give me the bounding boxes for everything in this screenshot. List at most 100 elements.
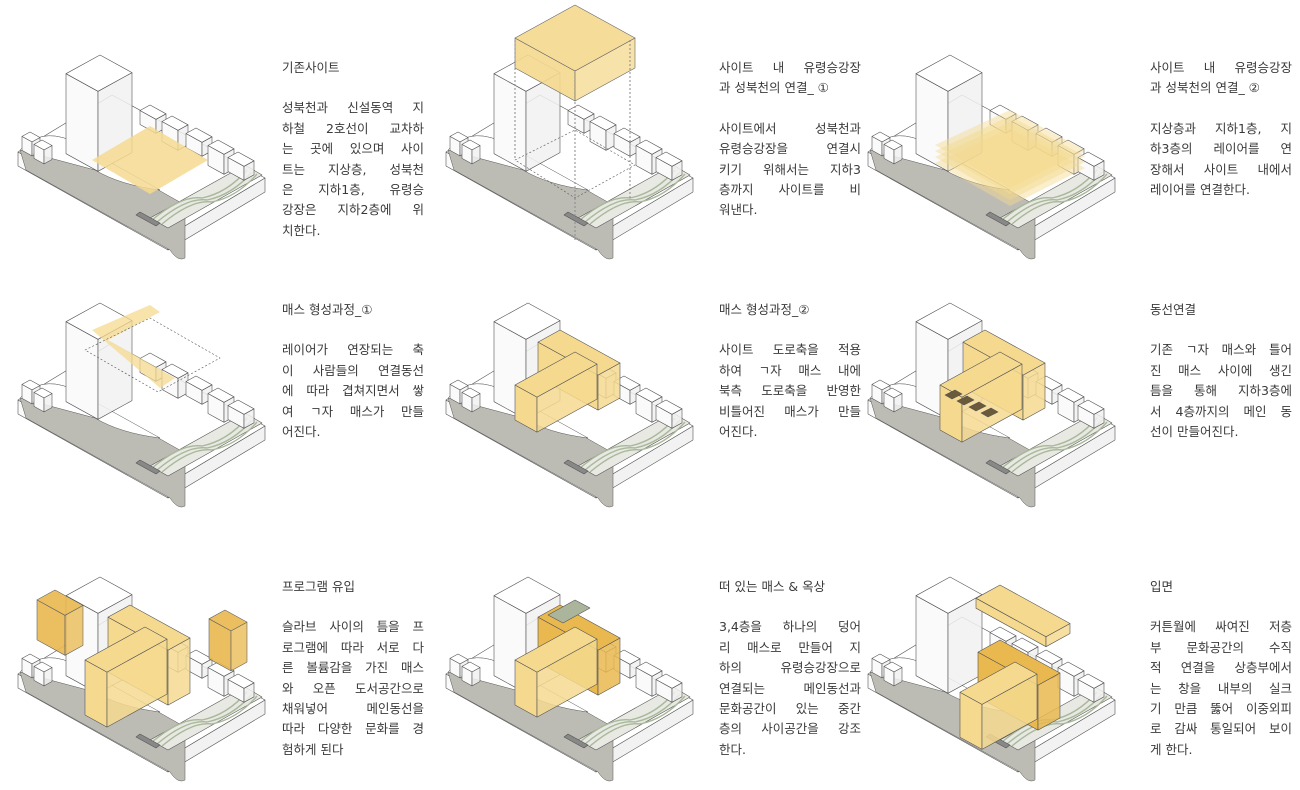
panel-body-line: 어진다. xyxy=(282,424,321,440)
diagram-panel-6 xyxy=(867,302,1116,508)
diagram-overlay xyxy=(84,305,221,393)
small-building xyxy=(1077,151,1105,181)
panel-body-line: 은 지하1층, 유령승 xyxy=(282,182,424,198)
mass-top xyxy=(871,131,891,143)
mass-top xyxy=(989,626,1017,642)
tower-building xyxy=(915,576,983,694)
river-line xyxy=(1011,695,1108,747)
small-building xyxy=(589,115,617,151)
mass-top xyxy=(207,139,235,155)
panel-title-line: 사이트 내 유령승강장 xyxy=(719,60,861,75)
floating-program xyxy=(36,589,84,656)
panel-body-line: 따라 다양한 문화를 경 xyxy=(282,721,424,737)
panel-body-line: 사이트에서 성북천과 xyxy=(719,120,861,136)
panel-body-line: 층까지 사이트를 비 xyxy=(719,182,861,198)
panel-title: 동선연결 xyxy=(1150,302,1197,317)
panel-body-line: 른 볼륨감을 가진 매스 xyxy=(282,660,424,676)
small-building xyxy=(567,104,595,134)
panel-body-line: 한다. xyxy=(719,741,746,757)
panel-body-line: 하3층의 레이어를 연 xyxy=(1150,141,1292,157)
panel-body-line: 문화공간이 있는 중간 xyxy=(719,701,861,717)
mass-top xyxy=(655,673,683,689)
mass-top xyxy=(449,653,469,665)
panel-body-line: 연결되는 메인동선과 xyxy=(719,680,861,696)
mass-top xyxy=(21,379,41,391)
panel-title: 매스 형성과정_① xyxy=(282,302,373,317)
mass-top xyxy=(449,131,469,143)
mass-top xyxy=(655,399,683,415)
small-building xyxy=(227,151,255,181)
stair xyxy=(968,401,987,412)
mass-top xyxy=(883,387,903,399)
small-building xyxy=(33,661,53,687)
panel-body-line: 지상층과 지하1층, 지 xyxy=(1150,120,1292,136)
mass-top xyxy=(977,639,1061,686)
l-mass xyxy=(939,351,1023,443)
site-area-highlight xyxy=(92,126,208,194)
mass-top xyxy=(33,139,53,151)
river-line xyxy=(1011,421,1108,473)
panel-body-line: 게 한다. xyxy=(1150,741,1193,757)
mass-top xyxy=(1057,661,1085,677)
small-building xyxy=(461,387,481,413)
mass-top xyxy=(161,363,189,379)
river-line xyxy=(584,171,681,223)
mass-top xyxy=(989,104,1017,120)
panel-body-line: 치한다. xyxy=(282,222,321,238)
bus-stop xyxy=(563,459,589,475)
mass-top xyxy=(537,329,621,376)
diagram-overlay xyxy=(92,126,208,194)
mass-top xyxy=(65,576,133,614)
bus-stop xyxy=(985,211,1011,227)
panel-body-line: 레이어를 연결한다. xyxy=(1150,182,1250,198)
small-building xyxy=(461,139,481,165)
river-line xyxy=(579,691,676,743)
panel-body-line: 이 사람들의 연결동선 xyxy=(282,362,424,378)
panel-body-line: 선이 만들어진다. xyxy=(1150,424,1239,440)
layer-plane xyxy=(935,110,1085,188)
panel-body-line: 비틀어진 매스가 만들 xyxy=(719,403,861,419)
mass-top xyxy=(915,576,983,614)
tower-building xyxy=(915,54,983,172)
projection-lines xyxy=(514,40,631,240)
mass-top xyxy=(21,653,41,665)
mass-top xyxy=(185,375,213,391)
mass-top xyxy=(84,626,168,673)
small-building xyxy=(613,127,641,157)
river-line xyxy=(584,419,681,471)
diagram-panel-3 xyxy=(867,54,1116,260)
small-building xyxy=(1057,661,1085,697)
small-building xyxy=(33,387,53,413)
mass-top xyxy=(635,387,663,403)
bus-stop xyxy=(135,211,161,227)
mass-top xyxy=(883,661,903,673)
panel-title-line: 과 성북천의 연결_ ② xyxy=(1150,80,1260,96)
panel-title-line: 사이트 내 유령승강장 xyxy=(1150,60,1292,75)
panel-body-line: 레이어가 연장되는 축 xyxy=(282,342,424,358)
diagram-overlay xyxy=(514,4,636,240)
roof-garden xyxy=(547,599,591,624)
mass-top xyxy=(461,139,481,151)
mass-top xyxy=(1077,151,1105,167)
stair xyxy=(956,395,975,406)
river-line xyxy=(589,173,686,225)
small-building xyxy=(655,151,683,181)
panel-body-line: 키기 위해서는 지하3 xyxy=(719,161,861,177)
panel-title: 떠 있는 매스 & 옥상 xyxy=(719,579,826,594)
mass-top xyxy=(207,387,235,403)
mass-top xyxy=(493,576,561,614)
river-line xyxy=(1011,173,1108,225)
panel-body-line: 3,4층을 하나의 덩어 xyxy=(719,619,861,635)
mass-top xyxy=(1077,673,1105,689)
river-line xyxy=(161,173,258,225)
mass-top xyxy=(1011,637,1039,653)
mass-top xyxy=(514,351,598,398)
panel-body-line: 는 곳에 있으며 사이 xyxy=(282,141,424,157)
bus-stop xyxy=(135,459,161,475)
river-line xyxy=(161,695,258,747)
panel-body-line: 하철 2호선이 교차하 xyxy=(282,120,424,136)
panel-body-line: 워낸다. xyxy=(719,202,758,218)
stair xyxy=(944,389,963,400)
